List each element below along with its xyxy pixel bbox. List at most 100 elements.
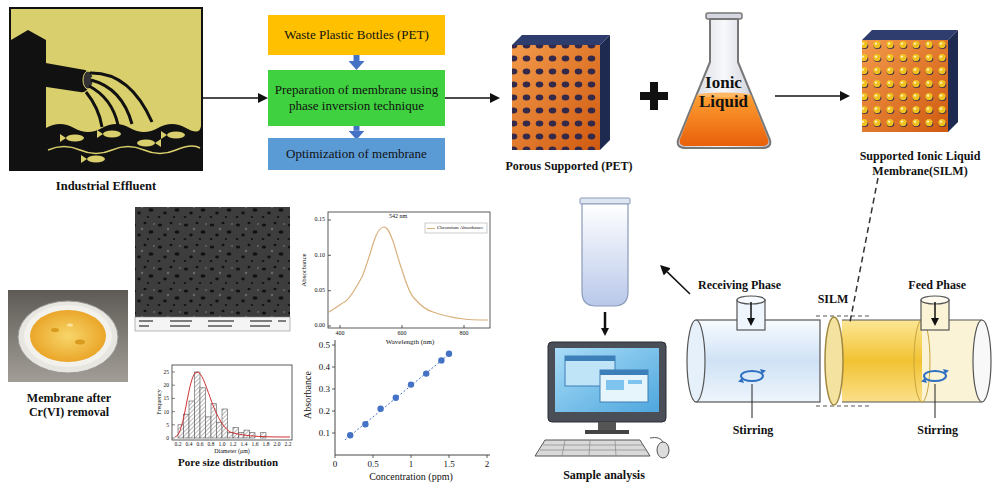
sem-image <box>135 317 290 331</box>
chart-label: 0.5 <box>367 459 378 469</box>
label-anchor: 0.5 <box>367 459 378 469</box>
spectrum-chart <box>329 227 488 320</box>
node-text: Feed Phase <box>908 278 966 293</box>
calibration-chart <box>438 357 444 363</box>
spectrum-chart <box>425 223 487 233</box>
porous-support <box>600 35 610 150</box>
porous-support <box>512 45 600 150</box>
analysis-equipment <box>535 440 650 456</box>
chart-label: Frequency <box>156 389 163 414</box>
label-anchor: Pore size distribution <box>178 456 278 469</box>
histogram-chart <box>195 372 201 438</box>
node-text: Industrial Effluent <box>56 179 156 194</box>
permeation-cell <box>687 296 991 418</box>
chart-label: 1.4 <box>241 441 248 447</box>
permeation-cell <box>816 406 872 407</box>
label-anchor: 0 <box>166 435 169 441</box>
node-text: Porous Supported (PET) <box>505 159 632 174</box>
node-text: Stirring <box>917 423 958 438</box>
calibration-chart <box>362 421 368 427</box>
chart-label: 1.6 <box>252 441 259 447</box>
analysis-equipment <box>535 198 669 458</box>
calibration-chart <box>446 351 452 357</box>
label-anchor: 1.0 <box>219 441 226 447</box>
label-anchor: 10 <box>164 409 170 415</box>
permeation-cell <box>842 319 982 320</box>
chart-label: 0.00 <box>315 322 326 329</box>
permeation-cell <box>760 369 766 374</box>
process-box: Waste Plastic Bottles (PET) <box>268 15 445 55</box>
label-anchor: 1.5 <box>443 459 454 469</box>
chart-label: 0.2 <box>319 406 330 416</box>
histogram-chart <box>211 404 217 438</box>
membrane-photo <box>75 340 85 345</box>
effluent-illustration <box>91 80 132 124</box>
permeation-cell <box>921 378 927 383</box>
effluent-illustration <box>103 131 121 138</box>
chart-label: Absorbance <box>302 371 314 419</box>
histogram-chart <box>217 422 223 438</box>
permeation-cell <box>943 369 949 374</box>
illustration-node: Porous Supported (PET) <box>500 30 638 174</box>
analysis-equipment <box>604 312 607 328</box>
sem-image <box>135 207 290 331</box>
effluent-illustration <box>48 146 200 154</box>
illustration-node: Supported Ionic Liquid Membrane(SILM) <box>850 25 990 178</box>
chart-label: 15 <box>164 395 170 401</box>
chart-label: 0 <box>333 459 338 469</box>
permeation-cell <box>934 302 936 318</box>
effluent-illustration <box>137 140 155 147</box>
label-anchor: 20 <box>164 382 170 388</box>
effluent-illustration <box>11 30 46 169</box>
calibration-chart <box>423 370 429 376</box>
analysis-equipment <box>540 440 646 456</box>
histogram-chart <box>244 430 250 438</box>
node-text: Membrane after Cr(VI) removal <box>19 392 119 420</box>
connector <box>354 126 360 131</box>
chart-label: 10 <box>164 409 170 415</box>
chart-label: 5 <box>166 422 169 428</box>
label-anchor: 0.8 <box>208 441 215 447</box>
calibration-chart <box>332 340 490 458</box>
chart-label: 600 <box>398 330 407 337</box>
membrane-photo <box>51 328 59 332</box>
flask <box>678 13 771 148</box>
calibration-chart <box>408 381 414 387</box>
label-anchor: Absorbance <box>302 371 314 419</box>
node-text: Waste Plastic Bottles (PET) <box>284 27 428 43</box>
permeation-cell <box>914 320 930 402</box>
label-anchor: 15 <box>164 395 170 401</box>
process-box: Optimization of membrane <box>268 138 445 170</box>
calibration-chart <box>377 406 383 412</box>
label-anchor: 2.2 <box>285 441 292 447</box>
effluent-illustration <box>86 92 102 127</box>
chart-label: 0 <box>166 435 169 441</box>
process-box: Preparation of membrane using phase inve… <box>268 70 445 126</box>
illustration-node: Industrial Effluent <box>10 8 202 194</box>
analysis-equipment <box>555 348 659 412</box>
chart-label: 25 <box>164 369 170 375</box>
permeation-cell <box>696 320 820 402</box>
membrane-disk: SILM <box>816 292 850 412</box>
label-anchor: Frequency <box>156 389 163 414</box>
chart-label: 0.1 <box>319 428 330 438</box>
effluent-illustration <box>46 124 201 169</box>
legend-text: Chromium Absorbance <box>437 225 484 231</box>
silm-block <box>862 30 958 132</box>
label-anchor: 0.3 <box>319 384 330 394</box>
histogram-chart <box>261 433 267 438</box>
permeation-cell <box>924 371 946 381</box>
effluent-illustration <box>97 130 103 138</box>
chart-label: 1.8 <box>263 441 270 447</box>
sem-image <box>135 207 290 317</box>
chart-label: 0.4 <box>186 441 193 447</box>
chart-label: Diameter (μm) <box>214 448 250 455</box>
label-anchor: Absorbance <box>300 253 308 286</box>
membrane-photo <box>67 324 73 327</box>
flask-node: Ionic Liquid <box>672 12 775 152</box>
label-anchor: 0 <box>333 459 338 469</box>
label-anchor: Wavelength (nm) <box>386 338 435 346</box>
node-text: Ionic Liquid <box>687 74 761 111</box>
spectrum-chart <box>328 212 490 328</box>
label-anchor: 1.8 <box>263 441 270 447</box>
